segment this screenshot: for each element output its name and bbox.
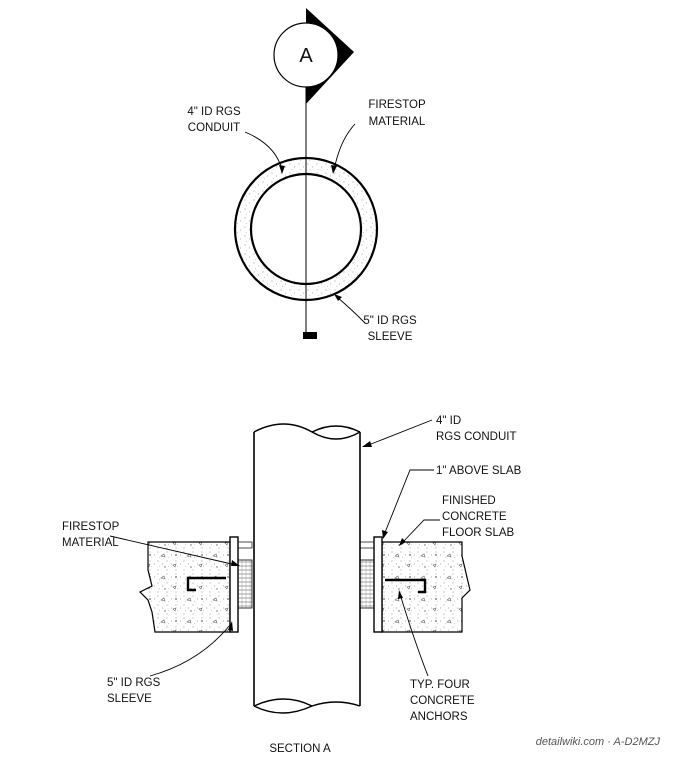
label-above-slab: 1" ABOVE SLAB bbox=[436, 465, 522, 477]
leader-above-slab bbox=[383, 469, 434, 536]
section-tag-bubble bbox=[273, 22, 339, 88]
firestop-left bbox=[237, 559, 253, 609]
section-title: SECTION A bbox=[269, 743, 331, 755]
anchor-left bbox=[186, 576, 226, 592]
label-anchors-3: ANCHORS bbox=[410, 711, 468, 723]
watermark: detailwiki.com · A-D2MZJ bbox=[536, 736, 661, 748]
label-section-sleeve-2: SLEEVE bbox=[107, 693, 152, 705]
label-plan-firestop-2: MATERIAL bbox=[369, 116, 426, 128]
sleeve-left bbox=[229, 536, 239, 633]
label-floor-slab-3: FLOOR SLAB bbox=[442, 527, 515, 539]
leader-floor-slab bbox=[401, 519, 440, 544]
label-floor-slab-2: CONCRETE bbox=[442, 511, 507, 523]
label-anchors-1: TYP. FOUR bbox=[410, 679, 470, 691]
leader-plan-sleeve bbox=[336, 296, 366, 324]
label-plan-conduit-1: 4" ID RGS bbox=[187, 106, 241, 118]
section-conduit bbox=[253, 423, 361, 714]
slab-left bbox=[138, 541, 231, 633]
label-section-conduit-1: 4" ID bbox=[436, 415, 461, 427]
label-section-firestop-2: MATERIAL bbox=[62, 537, 119, 549]
section-cut-end-marker bbox=[303, 332, 317, 339]
section-tag-letter: A bbox=[299, 45, 313, 67]
anchor-right bbox=[385, 578, 427, 594]
label-section-sleeve-1: 5" ID RGS bbox=[107, 677, 161, 689]
firestop-right bbox=[359, 559, 375, 609]
leader-section-conduit bbox=[365, 419, 433, 447]
plan-sleeve-ring bbox=[233, 156, 379, 302]
section-view: 4" ID RGS CONDUIT 1" ABOVE SLAB FINISHED… bbox=[62, 415, 522, 755]
leader-section-sleeve bbox=[149, 624, 231, 677]
plan-view: A 4" ID RGS CONDUIT FIRESTOP MATERIAL 5"… bbox=[187, 8, 426, 343]
label-floor-slab-1: FINISHED bbox=[442, 495, 496, 507]
label-plan-sleeve-2: SLEEVE bbox=[368, 331, 413, 343]
section-tag: A bbox=[273, 8, 354, 104]
sleeve-right bbox=[373, 536, 383, 633]
leader-section-firestop bbox=[109, 535, 237, 566]
label-anchors-2: CONCRETE bbox=[410, 695, 475, 707]
label-plan-firestop-1: FIRESTOP bbox=[368, 99, 426, 111]
label-plan-conduit-2: CONDUIT bbox=[188, 122, 240, 134]
label-section-conduit-2: RGS CONDUIT bbox=[436, 431, 517, 443]
leader-plan-firestop bbox=[333, 123, 356, 171]
label-section-firestop-1: FIRESTOP bbox=[62, 521, 120, 533]
label-plan-sleeve-1: 5" ID RGS bbox=[363, 315, 417, 327]
leader-anchors bbox=[399, 593, 429, 677]
